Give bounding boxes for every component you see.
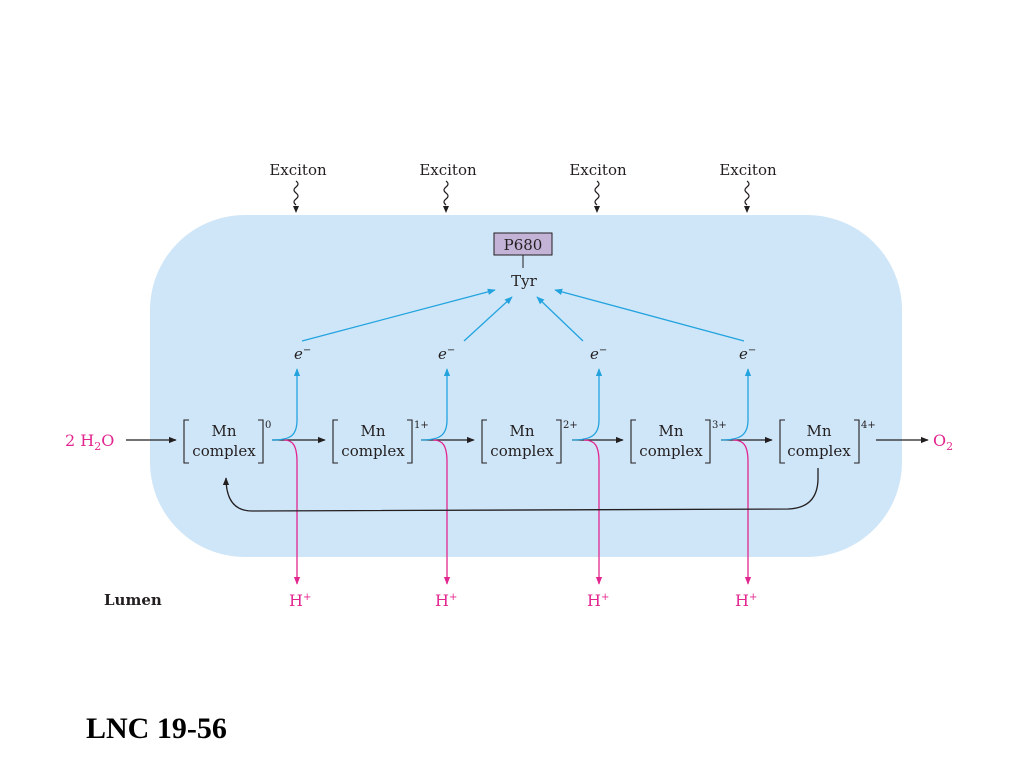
mn-complex-2-line1: Mn <box>360 422 385 440</box>
proton-label-2: H+ <box>435 591 457 610</box>
transition-4 <box>720 368 773 585</box>
mn-complex-1-line2: complex <box>192 442 256 460</box>
exciton-wavy-arrow-4 <box>744 180 750 206</box>
mn-complex-5-right-bracket <box>854 419 860 464</box>
exciton-label-1: Exciton <box>269 161 327 179</box>
mn-complex-5-line2: complex <box>787 442 851 460</box>
mn-complex-3: Mn complex 2+ <box>481 419 578 464</box>
proton-labels: H+ H+ H+ H+ <box>289 591 757 610</box>
transition-3 <box>571 368 624 585</box>
electron-transfer-arrows <box>301 288 745 342</box>
electron-branch-4 <box>720 368 752 441</box>
mn-complex-1-left-bracket <box>183 419 189 464</box>
exciton-arrowhead-4 <box>744 206 750 213</box>
slide-caption: LNC 19-56 <box>86 712 227 745</box>
exciton-arrowhead-2 <box>443 206 449 213</box>
electron-branch-1 <box>271 368 301 441</box>
mn-complex-5-left-bracket <box>779 419 785 464</box>
electron-to-tyr-arrow-2 <box>463 296 513 342</box>
proton-branch-2 <box>432 439 451 585</box>
electron-label-2: e− <box>438 345 455 363</box>
mn-complex-4: Mn complex 3+ <box>630 419 727 464</box>
proton-label-4: H+ <box>735 591 757 610</box>
exciton-wavy-arrow-3 <box>594 180 600 206</box>
mn-complex-2-right-bracket <box>407 419 413 464</box>
p680-label: P680 <box>504 236 543 254</box>
mn-complex-1-line1: Mn <box>211 422 236 440</box>
mn-complex-4-left-bracket <box>630 419 636 464</box>
proton-branch-4 <box>732 439 752 585</box>
electron-label-1: e− <box>294 345 311 363</box>
exciton-wavy-arrow-2 <box>443 180 449 206</box>
mn-complex-4-right-bracket <box>705 419 711 464</box>
exciton-wavy-arrow-1 <box>293 180 299 206</box>
exciton-label-2: Exciton <box>419 161 477 179</box>
mn-complex-2: Mn complex 1+ <box>332 419 429 464</box>
water-input-label: 2 H2O <box>65 431 114 453</box>
tyr-label: Tyr <box>511 272 537 290</box>
electron-branch-2 <box>420 368 451 441</box>
mn-complex-3-line1: Mn <box>509 422 534 440</box>
exciton-arrowhead-3 <box>594 206 600 213</box>
mn-complex-2-left-bracket <box>332 419 338 464</box>
exciton-label-4: Exciton <box>719 161 777 179</box>
mn-complex-3-left-bracket <box>481 419 487 464</box>
lumen-label: Lumen <box>104 591 162 609</box>
transition-2 <box>420 368 475 585</box>
mn-complex-3-right-bracket <box>556 419 562 464</box>
mn-complex-4-charge: 3+ <box>712 420 727 431</box>
oxygen-output-label: O2 <box>933 431 953 453</box>
proton-branch-3 <box>583 439 603 585</box>
electron-to-tyr-arrow-3 <box>536 296 584 342</box>
mn-complex-1: Mn complex 0 <box>183 419 271 464</box>
electron-label-3: e− <box>590 345 607 363</box>
exciton-group: Exciton Exciton Exciton Exciton <box>269 161 777 213</box>
mn-complex-5-line1: Mn <box>806 422 831 440</box>
mn-complex-4-line2: complex <box>639 442 703 460</box>
proton-branch-1 <box>283 439 301 585</box>
proton-label-3: H+ <box>587 591 609 610</box>
mn-complex-3-line2: complex <box>490 442 554 460</box>
mn-complex-5: Mn complex 4+ <box>779 419 876 464</box>
mn-complex-4-line1: Mn <box>658 422 683 440</box>
electron-to-tyr-arrow-1 <box>301 288 496 342</box>
mn-complex-3-charge: 2+ <box>563 420 578 431</box>
exciton-label-3: Exciton <box>569 161 627 179</box>
membrane-region <box>150 215 902 557</box>
electron-label-4: e− <box>739 345 756 363</box>
mn-complex-2-charge: 1+ <box>414 420 429 431</box>
electron-to-tyr-arrow-4 <box>554 288 745 342</box>
mn-complex-1-right-bracket <box>258 419 264 464</box>
electron-labels: e− e− e− e− <box>294 345 756 363</box>
proton-label-1: H+ <box>289 591 311 610</box>
mn-complex-5-charge: 4+ <box>861 420 876 431</box>
mn-complex-2-line2: complex <box>341 442 405 460</box>
mn-complex-1-charge: 0 <box>265 420 271 431</box>
cycle-return-arrow <box>222 468 819 512</box>
transition-1 <box>271 368 326 585</box>
electron-branch-3 <box>571 368 603 441</box>
exciton-arrowhead-1 <box>293 206 299 213</box>
